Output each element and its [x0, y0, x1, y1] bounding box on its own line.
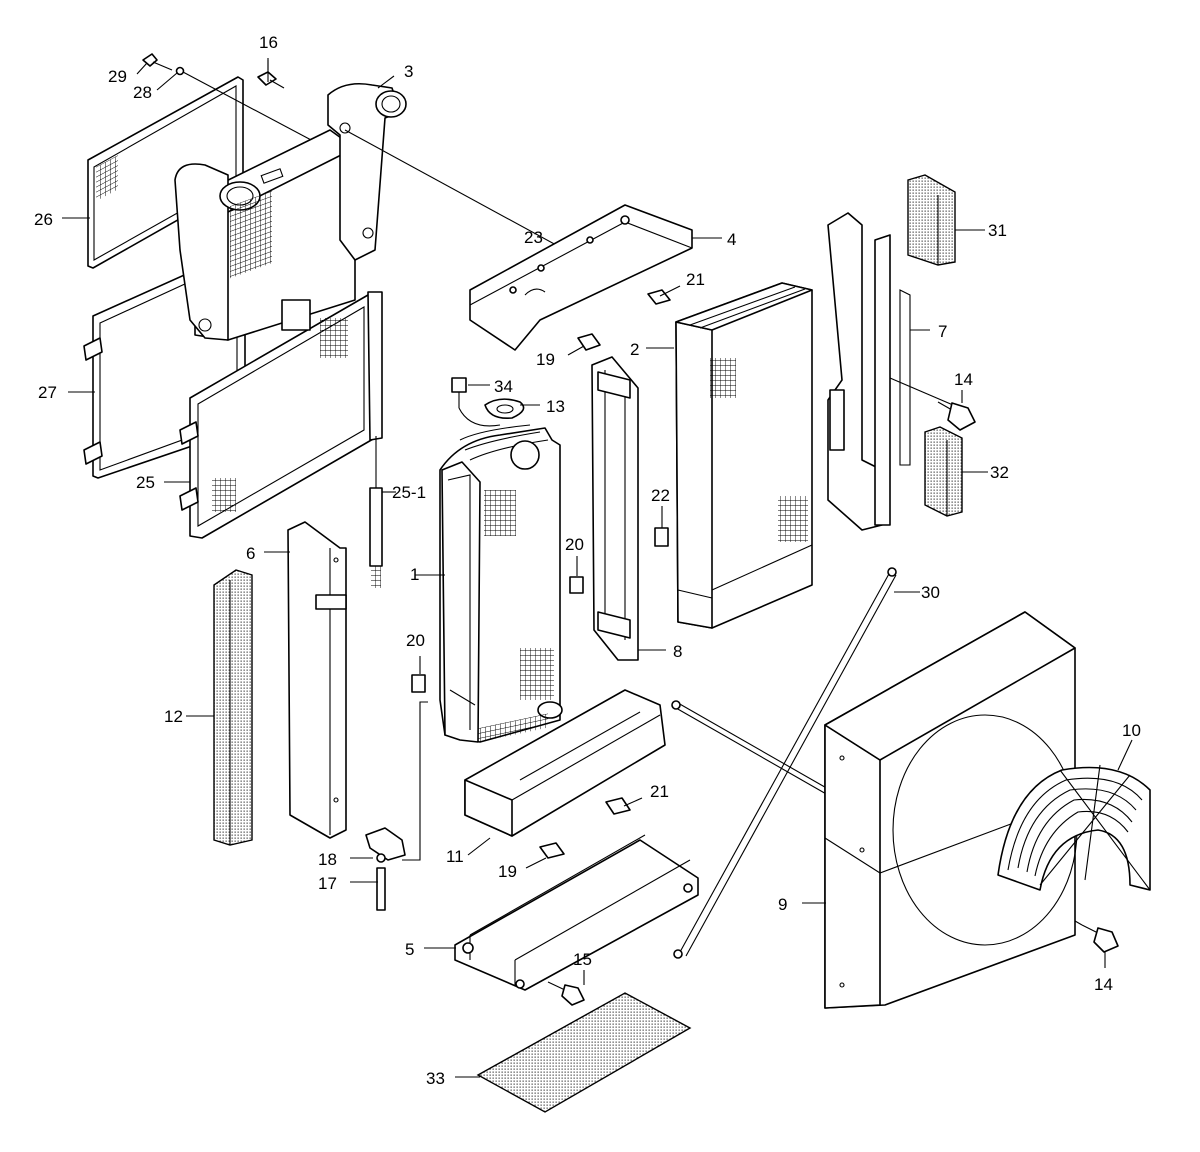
- callout-12: 12: [164, 707, 183, 726]
- callout-31: 31: [988, 221, 1007, 240]
- callout-6: 6: [246, 544, 255, 563]
- callout-34: 34: [494, 377, 513, 396]
- callout-13: 13: [546, 397, 565, 416]
- callout-22: 22: [651, 486, 670, 505]
- callout-32: 32: [990, 463, 1009, 482]
- foam-block-31: [907, 174, 956, 266]
- callout-16: 16: [259, 33, 278, 52]
- side-bracket-8: [591, 356, 639, 661]
- callout-14-lower: 14: [1094, 975, 1113, 994]
- callout-27: 27: [38, 383, 57, 402]
- callout-21-upper: 21: [686, 270, 705, 289]
- frame-screen-26: [87, 76, 244, 269]
- stay-rods-30: [671, 567, 897, 959]
- callout-3: 3: [404, 62, 413, 81]
- callout-18: 18: [318, 850, 337, 869]
- callout-9: 9: [778, 895, 787, 914]
- callout-17: 17: [318, 874, 337, 893]
- callout-labels: 1 2 3 4 5 6 7 8 9 10 11 12 13 14 14 15 1…: [34, 33, 1141, 1088]
- fan-shroud-9: [824, 611, 1078, 1009]
- callout-19-upper: 19: [536, 350, 555, 369]
- callout-5: 5: [405, 940, 414, 959]
- leader-lines: [62, 60, 1133, 1078]
- callout-15: 15: [573, 950, 592, 969]
- radiator-core-2: [675, 282, 813, 629]
- fan-guard-10: [997, 764, 1151, 891]
- crossmember-4: [469, 204, 693, 351]
- callout-33: 33: [426, 1069, 445, 1088]
- lower-tray-11: [464, 689, 666, 837]
- callout-21-lower: 21: [650, 782, 669, 801]
- bracket-6: [287, 521, 347, 839]
- gasket-13: [484, 398, 525, 420]
- foam-block-32: [924, 426, 963, 517]
- charge-air-cooler: [174, 82, 407, 341]
- callout-30: 30: [921, 583, 940, 602]
- callout-14-upper: 14: [954, 370, 973, 389]
- callout-1: 1: [410, 565, 419, 584]
- dryer-25-1: [369, 436, 383, 588]
- callout-10: 10: [1122, 721, 1141, 740]
- callout-4: 4: [727, 230, 736, 249]
- callout-11: 11: [446, 847, 464, 866]
- callout-26: 26: [34, 210, 53, 229]
- callout-28: 28: [133, 83, 152, 102]
- radiator-1: [439, 424, 563, 743]
- callout-2: 2: [630, 340, 639, 359]
- base-pad-33: [476, 992, 692, 1113]
- bolt-15: [547, 981, 585, 1006]
- drain-parts: [365, 701, 428, 911]
- bolt-16: [257, 58, 285, 89]
- callout-7: 7: [938, 322, 947, 341]
- condenser-25: [179, 291, 383, 539]
- callout-29: 29: [108, 67, 127, 86]
- callout-19-lower: 19: [498, 862, 517, 881]
- cap-34: [451, 377, 501, 427]
- callout-20-left: 20: [406, 631, 425, 650]
- callout-23: 23: [524, 228, 543, 247]
- side-plates-7: [827, 212, 961, 531]
- bolt-14-upper: [937, 401, 976, 431]
- callout-8: 8: [673, 642, 682, 661]
- foam-strip-12: [213, 569, 253, 846]
- callout-25-1: 25-1: [392, 483, 426, 502]
- callout-20-right: 20: [565, 535, 584, 554]
- callout-25: 25: [136, 473, 155, 492]
- lower-bracket-5: [454, 834, 699, 991]
